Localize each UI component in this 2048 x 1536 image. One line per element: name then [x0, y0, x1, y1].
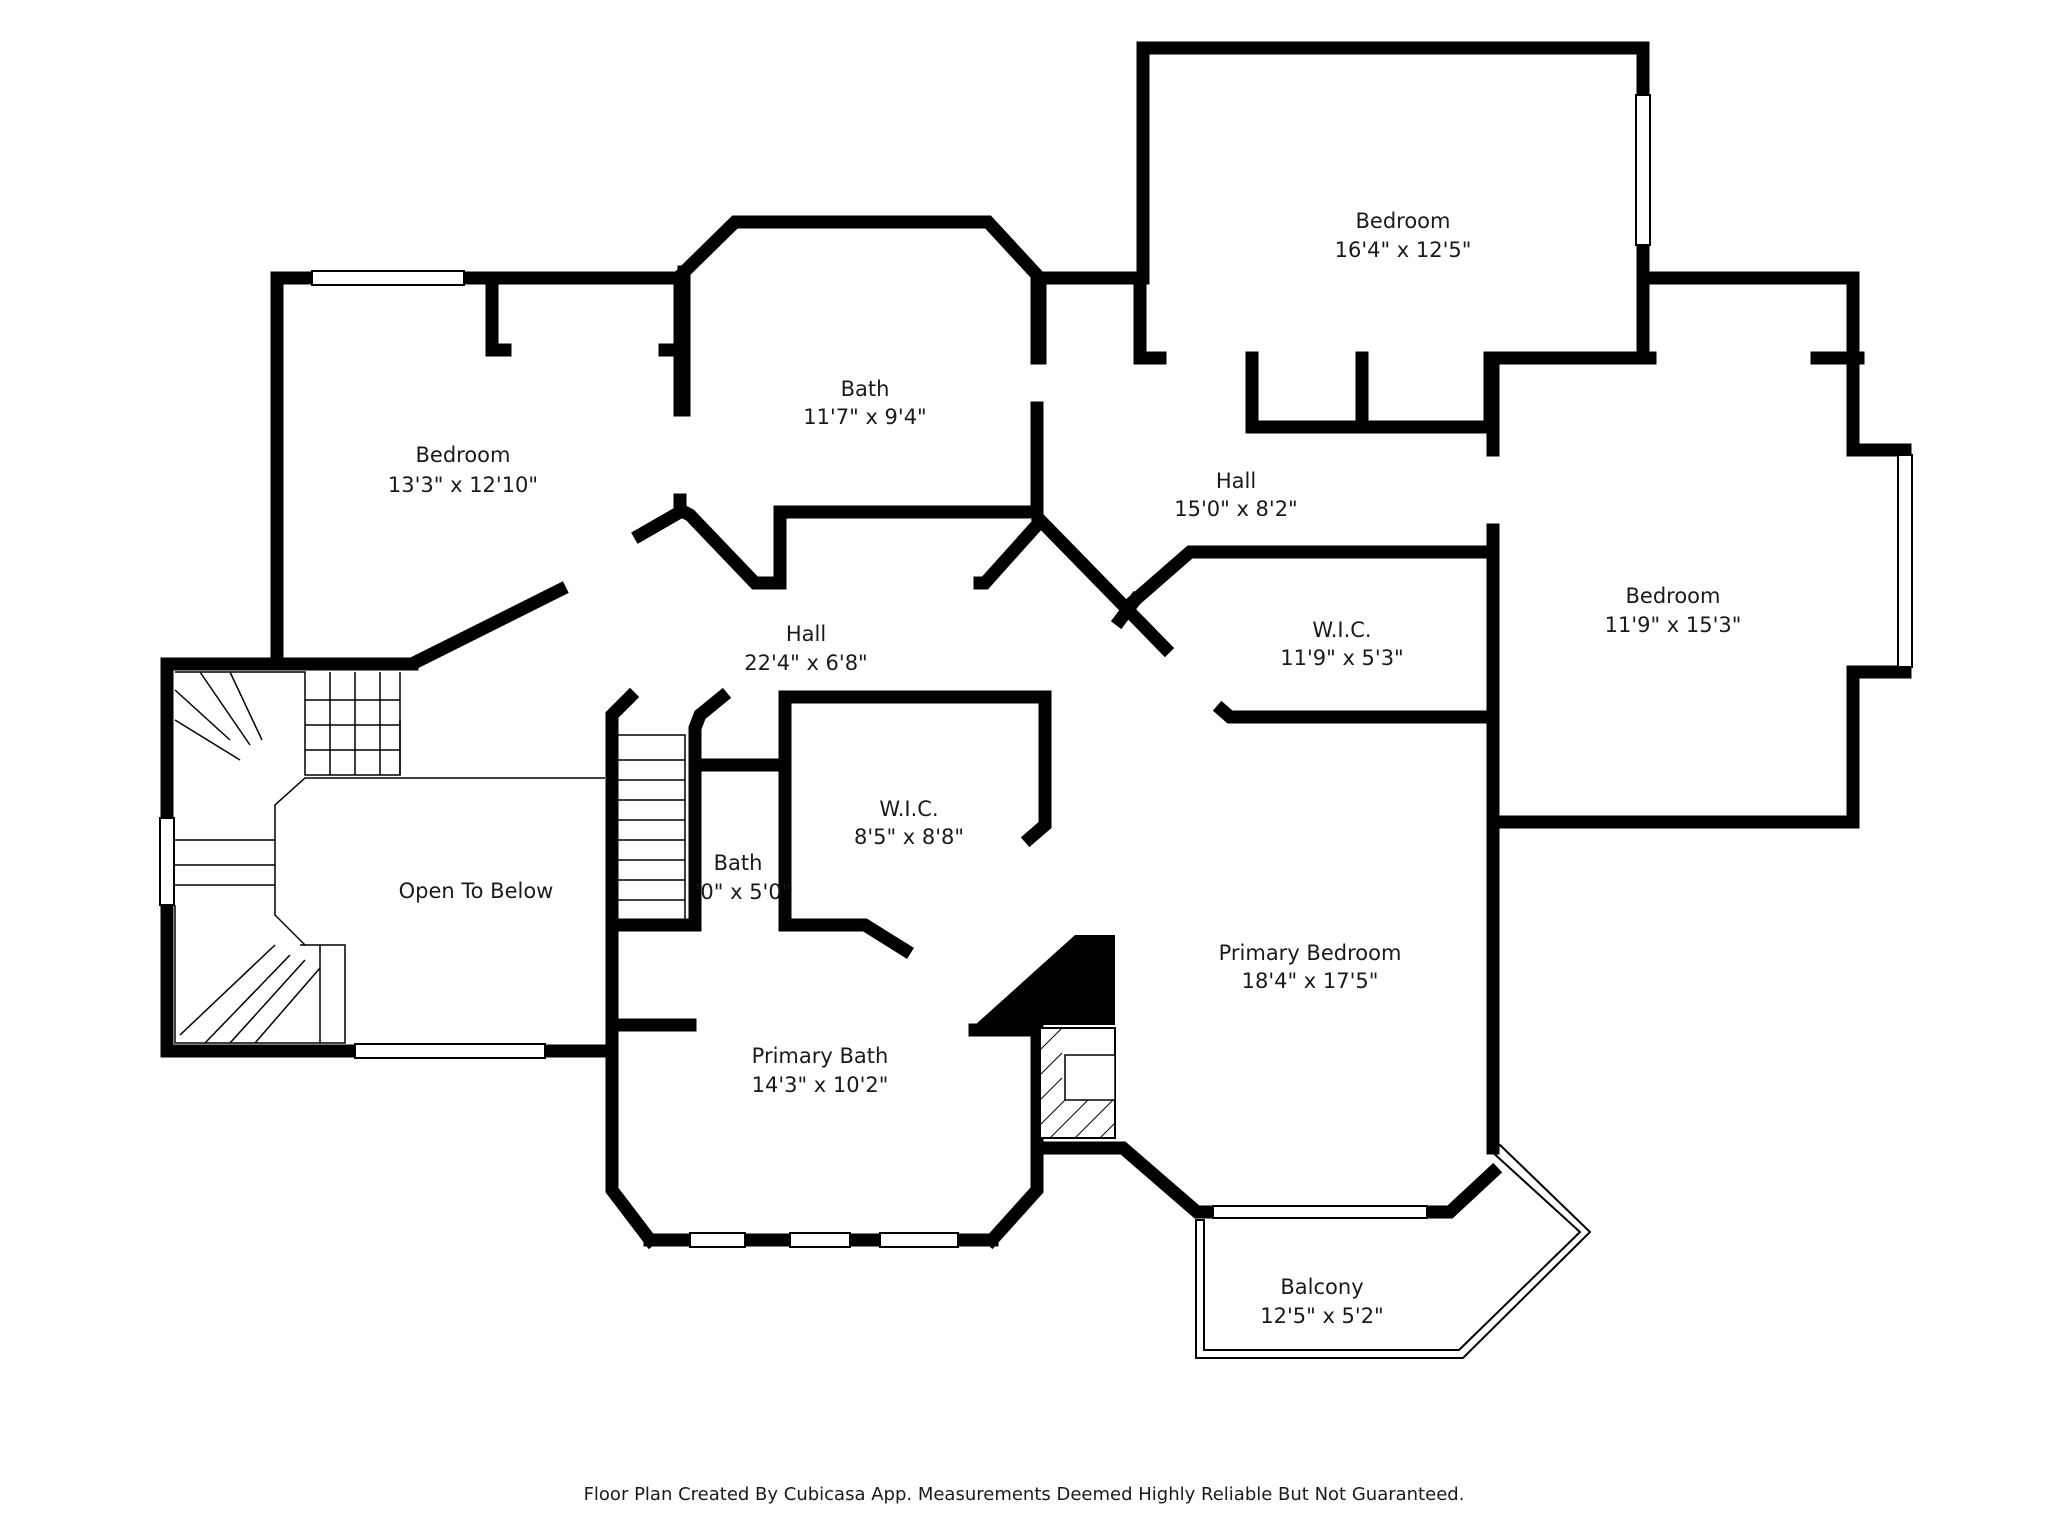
wall-linen-closet	[675, 503, 787, 590]
size-hall-upper: 15'0" x 8'2"	[1174, 497, 1297, 521]
label-bath-upper: Bath	[841, 377, 890, 401]
wall-bedroom-e-bottom	[1486, 665, 1912, 829]
size-wic-center: 8'5" x 8'8"	[854, 825, 964, 849]
wall-bedroom-nw	[270, 271, 687, 671]
wall-closet-nw	[485, 271, 512, 357]
fireplace-firebox	[1064, 1054, 1116, 1101]
wall-primary-bed-bottom	[1038, 1141, 1220, 1219]
window-primary-bath-1	[689, 1232, 746, 1248]
window-primary-bath-3	[879, 1232, 959, 1248]
window-stair	[159, 817, 175, 906]
label-open-below: Open To Below	[399, 879, 554, 903]
label-hall-upper: Hall	[1216, 469, 1256, 493]
wall-wic-east	[1125, 545, 1500, 610]
size-bath-upper: 11'7" x 9'4"	[803, 405, 926, 429]
window-open-below	[354, 1043, 546, 1059]
staircase	[174, 671, 686, 1044]
size-wic-east: 11'9" x 5'3"	[1280, 646, 1403, 670]
windows	[159, 94, 1913, 1248]
wall-diag-cross-b	[1110, 590, 1145, 630]
label-bedroom-nw: Bedroom	[416, 443, 511, 467]
wall-bath-upper	[674, 215, 1044, 365]
wall-bedroom-e-top	[1636, 271, 1912, 457]
wall-lobby-right	[688, 687, 732, 932]
wall-primary-bath	[605, 918, 660, 1250]
wall-hall-diag	[270, 581, 569, 671]
wall-stair-outer	[160, 657, 419, 825]
label-bedroom-n: Bedroom	[1356, 209, 1451, 233]
window-bedroom-e	[1897, 454, 1913, 668]
wall-wic-east-bottom	[1212, 700, 1500, 724]
window-bedroom-nw	[311, 270, 465, 286]
wall-wic-center-left	[778, 690, 914, 959]
fireplace-hearth	[975, 935, 1115, 1025]
balcony-railing	[1195, 1143, 1592, 1359]
label-primary-bath: Primary Bath	[752, 1044, 889, 1068]
size-bedroom-e: 11'9" x 15'3"	[1605, 613, 1742, 637]
fireplace-hatch	[1039, 1027, 1116, 1139]
fireplace	[975, 935, 1116, 1139]
label-bedroom-e: Bedroom	[1626, 584, 1721, 608]
window-primary-bath-2	[789, 1232, 851, 1248]
wall-bedroom-n	[1136, 41, 1650, 285]
window-bedroom-n	[1635, 94, 1651, 246]
wall-linen-closet-right	[973, 515, 1047, 590]
size-bath-small: '0" x 5'0"	[695, 880, 792, 904]
size-primary-bedroom: 18'4" x 17'5"	[1242, 969, 1379, 993]
window-balcony-door	[1212, 1205, 1428, 1219]
wall-primary-bath-right	[982, 1023, 1044, 1250]
size-hall-main: 22'4" x 6'8"	[744, 651, 867, 675]
label-bath-small: Bath	[714, 851, 763, 875]
label-wic-east: W.I.C.	[1312, 618, 1371, 642]
wall-hall-diag-upper	[631, 493, 687, 544]
label-balcony: Balcony	[1280, 1275, 1363, 1299]
wall-stair-outer-low	[160, 898, 362, 1058]
label-primary-bedroom: Primary Bedroom	[1219, 941, 1402, 965]
size-bedroom-n: 16'4" x 12'5"	[1335, 238, 1472, 262]
walls	[160, 41, 1912, 1250]
wall-diag-cross-a	[1030, 510, 1175, 658]
label-wic-center: W.I.C.	[879, 797, 938, 821]
wall-wic-center	[778, 690, 1052, 848]
size-balcony: 12'5" x 5'2"	[1260, 1304, 1383, 1328]
wall-primary-bed-bottom-right	[1420, 1162, 1503, 1219]
footer-disclaimer: Floor Plan Created By Cubicasa App. Meas…	[583, 1484, 1465, 1505]
wall-upper-connector	[1033, 271, 1167, 365]
size-primary-bath: 14'3" x 10'2"	[752, 1073, 889, 1097]
wall-bedroom-n-closets	[1245, 351, 1497, 434]
wall-lobby	[605, 687, 702, 932]
label-hall-main: Hall	[786, 622, 826, 646]
room-labels: Bedroom 13'3" x 12'10" Bath 11'7" x 9'4"…	[388, 209, 1741, 1328]
size-bedroom-nw: 13'3" x 12'10"	[388, 473, 538, 497]
